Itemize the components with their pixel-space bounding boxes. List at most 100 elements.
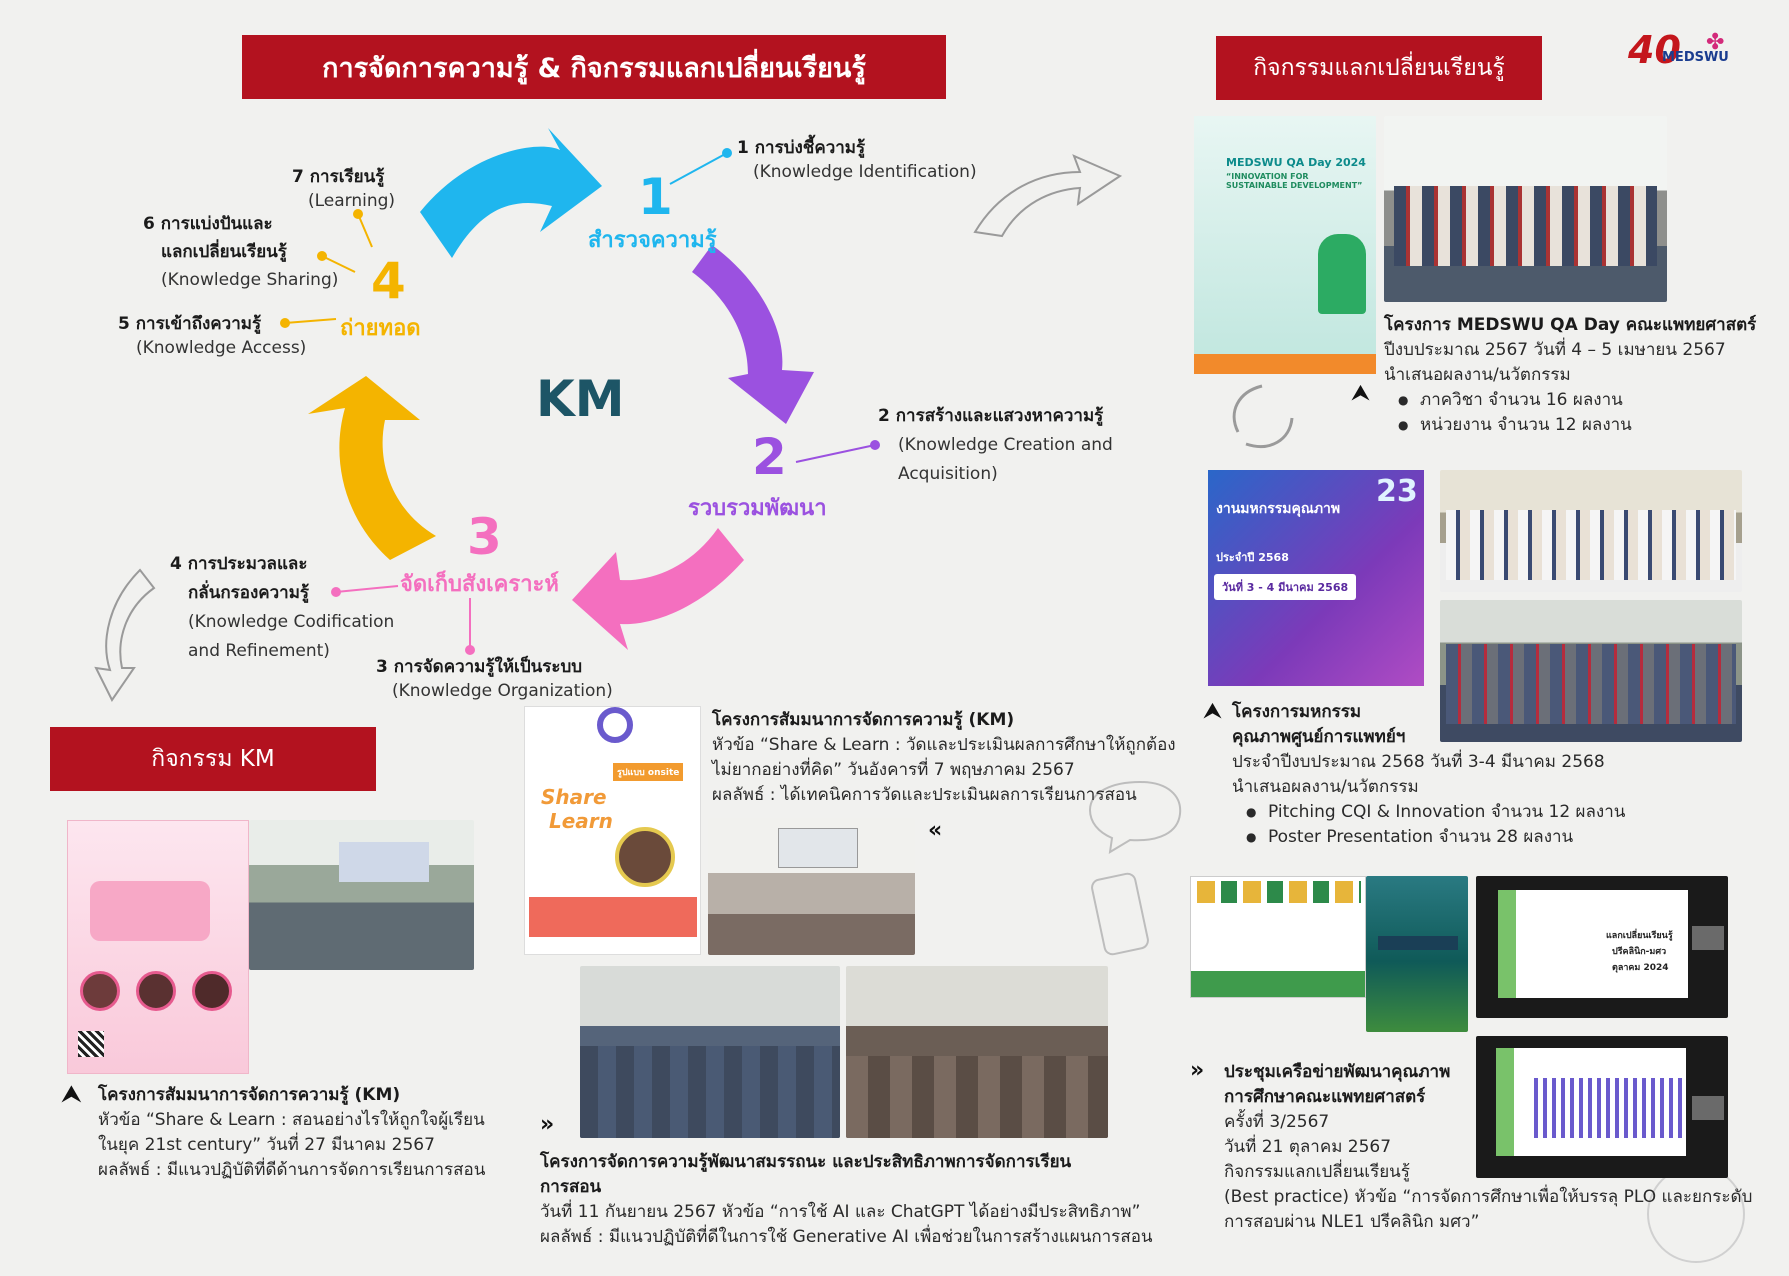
- poster-2-speaker: [615, 827, 675, 887]
- km-project-1-title: โครงการสัมมนาการจัดการความรู้ (KM): [98, 1085, 401, 1105]
- km-project-3-photo-2: [846, 966, 1108, 1138]
- qa-day-poster: MEDSWU QA Day 2024 “INNOVATION FOR SUSTA…: [1194, 116, 1376, 374]
- km-project-3-photo-1: [580, 966, 840, 1138]
- double-chevron-left-icon: «: [928, 818, 943, 843]
- quality-fair-title-2: คุณภาพศูนย์การแพทย์ฯ: [1232, 727, 1406, 747]
- km-project-1-line-2: ในยุค 21st century” วันที่ 27 มีนาคม 256…: [98, 1135, 435, 1155]
- step-3-en: (Knowledge Organization): [392, 681, 613, 701]
- qa-day-title: โครงการ MEDSWU QA Day คณะแพทยศาสตร์: [1384, 315, 1757, 335]
- network-poster-footer: [1191, 971, 1365, 997]
- screen-1-sub: ปรีคลินิก-มศว: [1612, 947, 1667, 957]
- double-chevron-right-icon: »: [540, 1112, 555, 1137]
- quality-fair-poster: 23 งานมหกรรมคุณภาพ ประจำปี 2568 วันที่ 3…: [1208, 470, 1424, 686]
- km-activities-banner: กิจกรรม KM: [50, 727, 376, 791]
- main-title: การจัดการความรู้ & กิจกรรมแลกเปลี่ยนเรีย…: [322, 52, 866, 84]
- km-project-2-title: โครงการสัมมนาการจัดการความรู้ (KM): [712, 710, 1015, 730]
- qa-day-line-1: ปีงบประมาณ 2567 วันที่ 4 – 5 เมษายน 2567: [1384, 340, 1726, 360]
- quality-fair-title-1: โครงการมหกรรม: [1232, 702, 1362, 722]
- poster-2-band: [529, 897, 697, 937]
- km-project-2-line-3: ผลลัพธ์ : ได้เทคนิคการวัดและประเมินผลการ…: [712, 785, 1137, 805]
- km-seminar-1-photo: [249, 820, 474, 970]
- logo-number: 40: [1628, 28, 1681, 72]
- stage-2-number: 2: [752, 428, 787, 486]
- stage-3-number: 3: [467, 508, 502, 566]
- step-7-th: 7 การเรียนรู้: [292, 167, 385, 187]
- poster-1-speaker-3: [192, 971, 232, 1011]
- stage-2-arrow: [692, 245, 814, 424]
- km-project-1-text: โครงการสัมมนาการจัดการความรู้ (KM) หัวข้…: [98, 1083, 485, 1183]
- fair-poster-heading: งานมหกรรมคุณภาพ: [1216, 501, 1341, 517]
- photo-3-desks: [580, 1046, 840, 1138]
- stage-4-arrow: [308, 376, 436, 560]
- poster-2-ring: [597, 707, 633, 743]
- qa-poster-sub: “INNOVATION FOR SUSTAINABLE DEVELOPMENT”: [1226, 172, 1363, 190]
- step-7-label: 7 การเรียนรู้ (Learning): [292, 165, 395, 213]
- fair-poster-sub: ประจำปี 2568: [1216, 551, 1289, 564]
- outline-arrow-left-icon: [94, 568, 156, 702]
- screen-1-camera: [1692, 926, 1724, 950]
- chevron-up-icon: ⮝: [1204, 698, 1221, 722]
- km-project-2-line-2: ไม่ยากอย่างที่คิด” วันอังคารที่ 7 พฤษภาค…: [712, 760, 1075, 780]
- step-4-en-1: (Knowledge Codification: [188, 612, 395, 632]
- exchange-title-banner: กิจกรรมแลกเปลี่ยนเรียนรู้: [1216, 36, 1542, 100]
- quality-fair-bullet-1: Pitching CQI & Innovation จำนวน 12 ผลงาน: [1240, 800, 1625, 825]
- connector-step-7: [357, 213, 373, 248]
- stage-2-name: รวบรวมพัฒนา: [688, 496, 827, 521]
- network-text: ประชุมเครือข่ายพัฒนาคุณภาพ การศึกษาคณะแพ…: [1224, 1060, 1752, 1235]
- screen-1-date: ตุลาคม 2024: [1612, 963, 1669, 973]
- stage-3-arrow: [572, 528, 744, 650]
- connector-dot-5: [280, 318, 290, 328]
- poster-2-learn-word: Learn: [549, 809, 613, 833]
- km-project-2-line-1: หัวข้อ “Share & Learn : วัดและประเมินผลก…: [712, 735, 1176, 755]
- network-title-1: ประชุมเครือข่ายพัฒนาคุณภาพ: [1224, 1062, 1451, 1082]
- phone-icon: [1091, 872, 1149, 956]
- network-screen-capture-1: แลกเปลี่ยนเรียนรู้ ปรีคลินิก-มศว ตุลาคม …: [1476, 876, 1728, 1018]
- step-5-label: 5 การเข้าถึงความรู้ (Knowledge Access): [118, 312, 306, 360]
- stage-4-number: 4: [371, 252, 406, 310]
- network-line-2: วันที่ 21 ตุลาคม 2567: [1224, 1137, 1392, 1157]
- step-5-en: (Knowledge Access): [136, 338, 307, 358]
- connector-step-2: [795, 444, 876, 463]
- network-screen-capture-2: [1476, 1036, 1728, 1178]
- step-4-th-1: 4 การประมวลและ: [170, 554, 308, 574]
- qa-day-bullet-2: หน่วยงาน จำนวน 12 ผลงาน: [1392, 413, 1756, 438]
- stage-4-name: ถ่ายทอด: [340, 316, 421, 341]
- fair-photo-1-people: [1446, 510, 1736, 580]
- screen-2-bars: [1534, 1078, 1684, 1138]
- step-6-label: 6 การแบ่งปันและ แลกเปลี่ยนเรียนรู้ (Know…: [143, 210, 338, 294]
- quality-fair-line-1: ประจำปีงบประมาณ 2568 วันที่ 3-4 มีนาคม 2…: [1232, 752, 1605, 772]
- step-2-en-1: (Knowledge Creation and: [898, 435, 1113, 455]
- photo-1-screen: [339, 842, 429, 882]
- screen-1-slide: แลกเปลี่ยนเรียนรู้ ปรีคลินิก-มศว ตุลาคม …: [1498, 890, 1688, 998]
- km-project-3-line-1: วันที่ 11 กันยายน 2567 หัวข้อ “การใช้ AI…: [540, 1202, 1141, 1222]
- km-project-1-line-1: หัวข้อ “Share & Learn : สอนอย่างไรให้ถูก…: [98, 1110, 485, 1130]
- quality-fair-photo-1: [1440, 470, 1742, 592]
- network-line-3: กิจกรรมแลกเปลี่ยนเรียนรู้: [1224, 1162, 1410, 1182]
- km-seminar-2-photo: [708, 818, 915, 955]
- qa-poster-footer: [1194, 354, 1376, 374]
- step-2-label: 2 การสร้างและแสวงหาความรู้ (Knowledge Cr…: [878, 402, 1113, 489]
- step-4-en-2: and Refinement): [188, 641, 330, 661]
- connector-dot-2: [870, 440, 880, 450]
- stage-1-name: สำรวจความรู้: [588, 228, 717, 253]
- km-seminar-2-poster: รูปแบบ onsite Share Learn: [524, 706, 701, 955]
- step-1-th: 1 การบ่งชี้ความรู้: [737, 138, 866, 158]
- connector-dot-1: [722, 148, 732, 158]
- poster-2-onsite-badge: รูปแบบ onsite: [613, 763, 684, 781]
- main-title-banner: การจัดการความรู้ & กิจกรรมแลกเปลี่ยนเรีย…: [242, 35, 946, 99]
- poster-1-qr: [78, 1031, 104, 1057]
- screen-2-camera: [1692, 1096, 1724, 1120]
- km-project-3-title-2: การสอน: [540, 1177, 602, 1197]
- quality-fair-bullets: Pitching CQI & Innovation จำนวน 12 ผลงาน…: [1232, 800, 1625, 850]
- qa-day-line-2: นำเสนอผลงาน/นวัตกรรม: [1384, 365, 1571, 385]
- qa-day-bullet-1: ภาควิชา จำนวน 16 ผลงาน: [1392, 388, 1756, 413]
- stage-3-name: จัดเก็บสังเคราะห์: [400, 572, 559, 597]
- qa-poster-heading: MEDSWU QA Day 2024: [1226, 156, 1366, 169]
- qa-day-group-photo: [1384, 116, 1667, 302]
- qa-day-bullets: ภาควิชา จำนวน 16 ผลงาน หน่วยงาน จำนวน 12…: [1384, 388, 1756, 438]
- photo-4-people: [846, 1056, 1108, 1138]
- network-building-photo: [1366, 876, 1468, 1032]
- logo-text: MEDSWU: [1662, 50, 1729, 65]
- network-title-2: การศึกษาคณะแพทยศาสตร์: [1224, 1087, 1426, 1107]
- connector-step-6: [321, 255, 356, 273]
